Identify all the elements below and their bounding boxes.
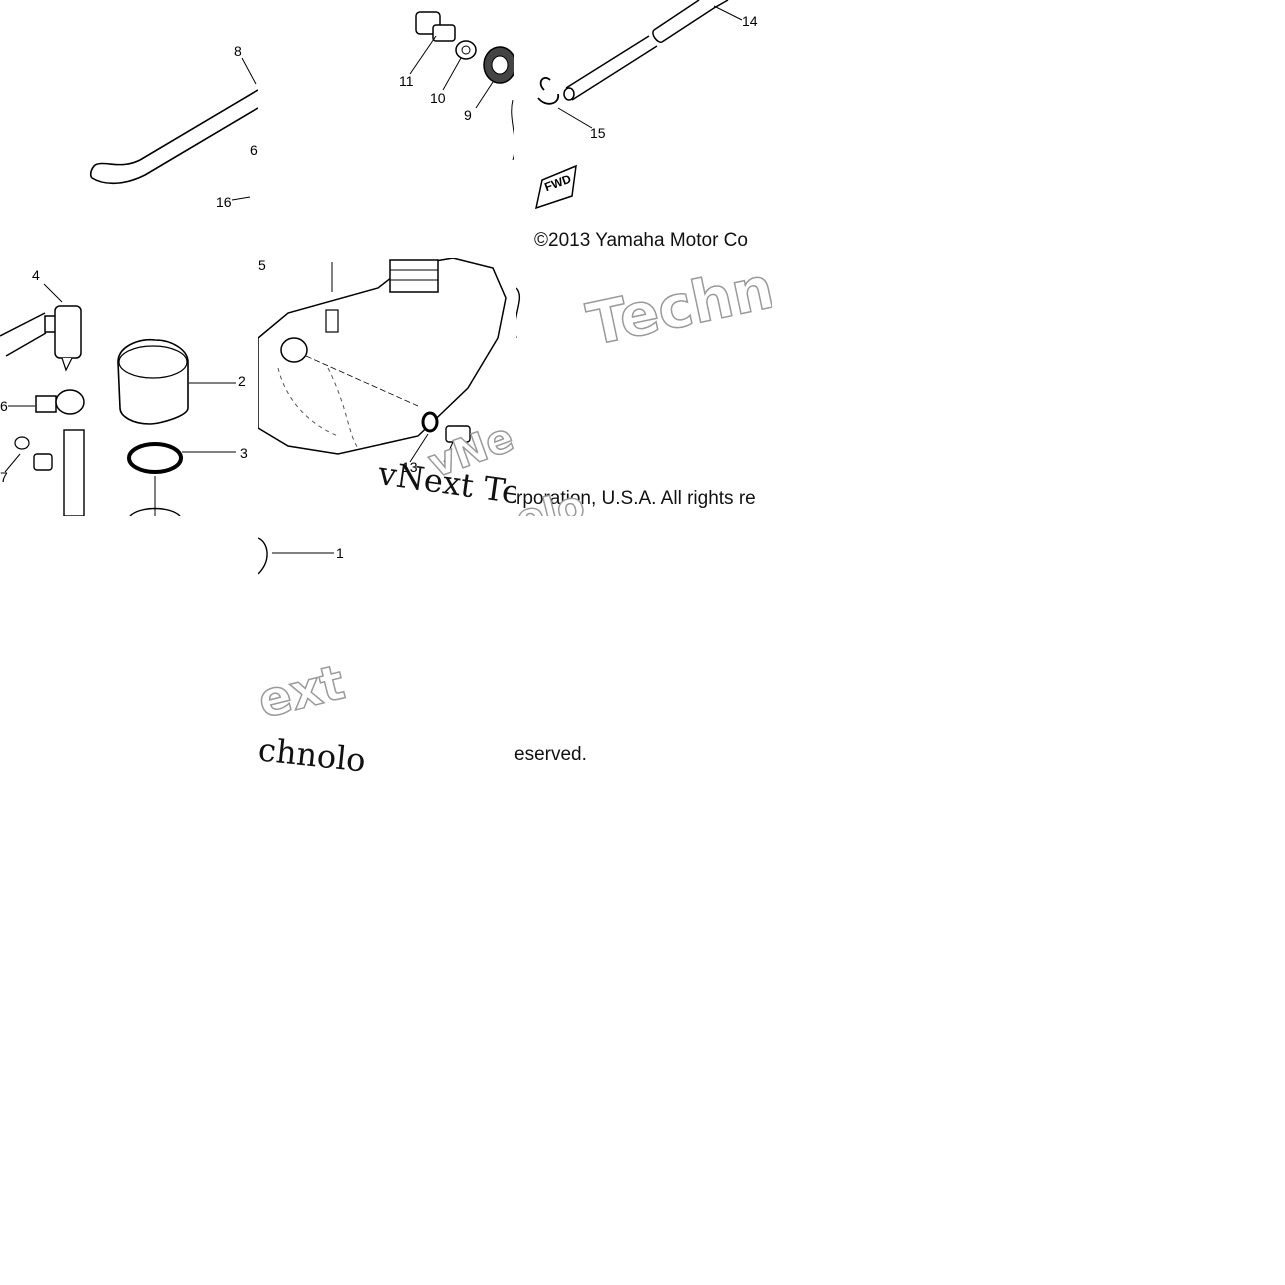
callout-5: 5 xyxy=(258,258,266,273)
diagram-tile-centre: 5 13 vNe vNext Te xyxy=(258,258,516,516)
diagram-tile-lower: 15 1 ext chnolo xyxy=(258,516,516,772)
callout-6-clamp: 6 xyxy=(0,398,8,414)
callout-8: 8 xyxy=(234,43,242,59)
callout-15: 15 xyxy=(590,125,606,141)
cap-and-fitting-drawing xyxy=(0,283,236,516)
diagram-tile-middle-right: Techno rporation, U.S.A. All rights re o… xyxy=(516,258,772,516)
diagram-tile-middle-left: 4 2 3 6 7 xyxy=(0,258,258,516)
diagram-tile-top-right: 14 15 FWD ©2013 Yamaha Motor Co xyxy=(514,0,772,258)
copyright-line-2: rporation, U.S.A. All rights re xyxy=(516,488,756,509)
callout-3: 3 xyxy=(240,445,248,461)
callout-16: 16 xyxy=(216,194,232,210)
diagram-tile-top-left: 8 6 16 xyxy=(0,0,258,258)
bolt-washer-grommet-drawing xyxy=(409,11,516,161)
copyright-line-1: ©2013 Yamaha Motor Co xyxy=(534,230,748,251)
callout-1: 1 xyxy=(336,545,344,561)
drain-fitting-drawing xyxy=(258,537,334,575)
copyright-line-3: eserved. xyxy=(514,744,587,765)
fuel-tank-drawing xyxy=(258,258,507,463)
callout-14: 14 xyxy=(742,13,758,29)
callout-4: 4 xyxy=(32,267,40,283)
callout-13: 13 xyxy=(402,459,418,475)
callout-2: 2 xyxy=(238,373,246,389)
callout-6: 6 xyxy=(250,142,258,158)
diagram-tile-top-middle: 11 10 9 xyxy=(258,0,516,258)
callout-11: 11 xyxy=(399,73,414,89)
callout-7: 7 xyxy=(0,469,8,485)
callout-10: 10 xyxy=(430,90,446,106)
fuel-hose-drawing xyxy=(89,57,258,201)
breather-hose-drawing xyxy=(534,0,743,210)
callout-9: 9 xyxy=(464,107,472,123)
tank-end-drawing xyxy=(516,287,521,338)
